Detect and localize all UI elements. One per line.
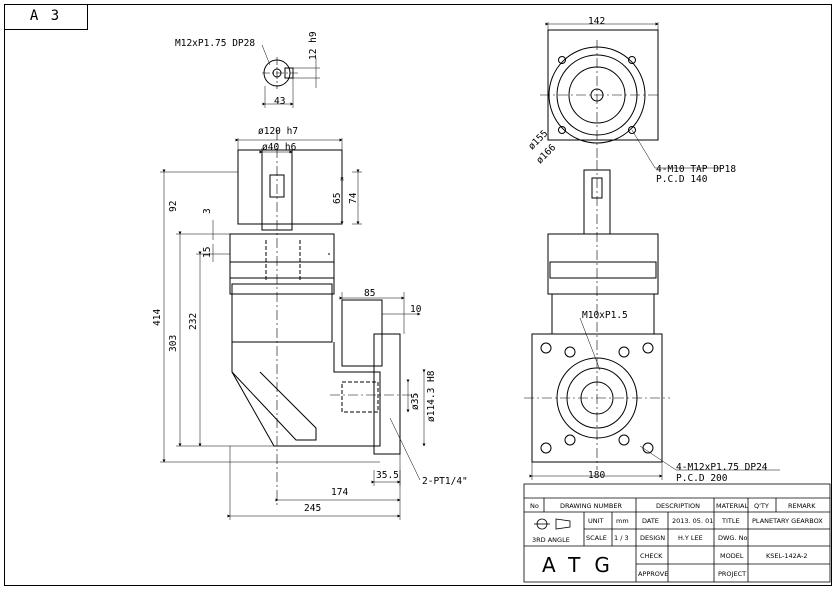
dim-key-height: 43 xyxy=(274,96,285,107)
dim-bore-114: ø114.3 H8 xyxy=(426,370,437,422)
dim-flange-dia: ø120 h7 xyxy=(258,126,298,137)
tb-unit-label: UNIT xyxy=(588,517,604,525)
side-view xyxy=(524,22,780,480)
tb-approve-label: APPROVE xyxy=(638,570,668,578)
top-flange-view xyxy=(540,22,720,169)
tb-header-no: No xyxy=(530,502,539,510)
dim-top-92: 92 xyxy=(168,201,179,212)
tb-dwg-label: DWG. No xyxy=(718,534,747,542)
housing xyxy=(229,233,420,455)
dim-w-85: 85 xyxy=(364,288,375,299)
tb-date-value: 2013. 05. 01 xyxy=(672,517,713,525)
side-body xyxy=(524,160,780,480)
dim-w-174: 174 xyxy=(331,487,348,498)
dim-key-width: 12 h9 xyxy=(308,31,319,60)
dim-shaft-74: 74 xyxy=(348,192,359,204)
output-shaft xyxy=(235,130,343,505)
tb-design-value: H.Y LEE xyxy=(678,534,703,542)
tb-scale-value: 1 / 3 xyxy=(614,534,629,542)
dim-top-3: 3 xyxy=(202,208,213,214)
dim-sq-180: 180 xyxy=(588,470,605,481)
title-block-text: No DRAWING NUMBER DESCRIPTION MATERIAL Q… xyxy=(530,502,823,578)
sheet-size-label: A 3 xyxy=(4,4,88,30)
dim-shaft-65: 65 xyxy=(332,193,343,204)
dim-h-232: 232 xyxy=(188,313,199,330)
tap-m12-callout: 4-M12xP1.75 DP24 xyxy=(676,462,768,473)
front-view xyxy=(160,44,426,520)
tap-m10-callout: 4-M10 TAP DP18 xyxy=(656,164,736,175)
tb-scale-label: SCALE xyxy=(586,534,607,542)
pt-callout: 2-PT1/4" xyxy=(422,476,468,487)
tb-header-remark: REMARK xyxy=(788,502,816,510)
tb-header-desc: DESCRIPTION xyxy=(656,502,700,510)
dim-w-245: 245 xyxy=(304,503,321,514)
tb-unit-value: mm xyxy=(616,517,629,525)
tap-callout: M12xP1.75 DP28 xyxy=(175,38,255,49)
dim-w-10: 10 xyxy=(410,304,422,315)
tb-design-label: DESIGN xyxy=(640,534,665,542)
sheet-border xyxy=(4,4,832,586)
dim-sq-142: 142 xyxy=(588,16,605,27)
vertical-dimensions xyxy=(160,169,426,463)
dim-shaft-dia: ø40 h6 xyxy=(262,142,297,153)
tb-project-label: PROJECT xyxy=(718,570,746,578)
pcd-200: P.C.D 200 xyxy=(676,473,728,484)
tb-model-label: MODEL xyxy=(720,552,744,560)
dim-h-303: 303 xyxy=(168,335,179,352)
tb-projection: 3RD ANGLE xyxy=(532,536,570,544)
front-view-labels: M12xP1.75 DP28 12 h9 43 ø120 h7 ø40 h6 9… xyxy=(152,31,468,514)
tb-header-material: MATERIAL xyxy=(716,502,749,510)
pcd-140: P.C.D 140 xyxy=(656,174,708,185)
dim-total-414: 414 xyxy=(152,309,163,326)
horizontal-dimensions xyxy=(227,292,421,520)
tb-model-value: KSEL-142A-2 xyxy=(766,552,808,560)
dim-w-35-5: 35.5 xyxy=(376,470,399,481)
company-logo: ATG xyxy=(542,553,624,577)
title-block xyxy=(523,483,831,583)
tb-check-label: CHECK xyxy=(640,552,663,560)
dim-top-15: 15 xyxy=(202,247,213,258)
tb-title-value: PLANETARY GEARBOX xyxy=(752,517,823,525)
tb-date-label: DATE xyxy=(642,517,659,525)
tb-title-label: TITLE xyxy=(721,517,740,525)
tb-header-drawing: DRAWING NUMBER xyxy=(560,502,622,510)
shaft-end-detail xyxy=(261,44,320,108)
dim-bore-35: ø35 xyxy=(410,393,421,410)
thread-m10: M10xP1.5 xyxy=(582,310,628,321)
tb-header-qty: Q'TY xyxy=(754,502,769,510)
side-view-labels: 142 ø155 ø166 4-M10 TAP DP18 P.C.D 140 M… xyxy=(526,16,767,484)
